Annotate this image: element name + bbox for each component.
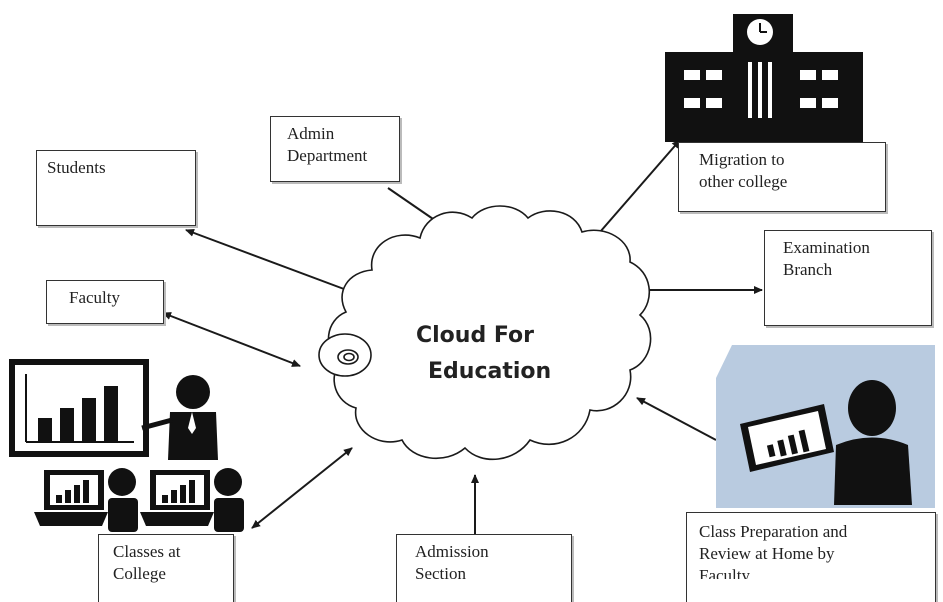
node-migration: Migration to other college (678, 142, 886, 212)
node-migration-line2: other college (699, 172, 788, 191)
node-admission-section: Admission Section (396, 534, 572, 602)
node-class-preparation-home: Class Preparation and Review at Home by … (686, 512, 936, 602)
cloud-title-line1: Cloud For (416, 323, 534, 348)
node-classes-at-college: Classes at College (98, 534, 234, 602)
laptop-student-icon (34, 468, 244, 532)
node-examination-line2: Branch (783, 260, 833, 279)
node-admission-line2: Section (415, 564, 466, 583)
edge-students-cloud (185, 229, 353, 293)
school-building-icon (665, 14, 863, 142)
node-admin-line1: Admin (287, 124, 335, 143)
cloud-shape (318, 205, 652, 461)
node-classes-line1: Classes at (113, 542, 181, 561)
edge-home-cloud (636, 397, 717, 441)
node-faculty: Faculty (46, 280, 164, 324)
node-home-line3: Faculty (699, 566, 750, 579)
node-admin-line2: Department (287, 146, 368, 165)
node-migration-line1: Migration to (699, 150, 785, 169)
node-examination-branch: Examination Branch (764, 230, 932, 326)
edge-cloud-migration (599, 139, 681, 233)
cloud-title: Cloud For Education (400, 318, 552, 390)
node-home-line1: Class Preparation and (699, 522, 848, 541)
node-admission-line1: Admission (415, 542, 489, 561)
node-faculty-label: Faculty (69, 288, 120, 307)
edge-classes-cloud (251, 447, 353, 529)
node-classes-line2: College (113, 564, 166, 583)
cloud-title-line2: Education (428, 359, 552, 384)
node-students: Students (36, 150, 196, 226)
home-teacher-icon (716, 345, 935, 508)
edge-faculty-cloud (162, 312, 301, 367)
node-students-label: Students (47, 158, 106, 177)
node-examination-line1: Examination (783, 238, 870, 257)
node-home-line2: Review at Home by (699, 544, 835, 563)
node-admin-department: Admin Department (270, 116, 400, 182)
classroom-presenter-icon (9, 359, 218, 460)
